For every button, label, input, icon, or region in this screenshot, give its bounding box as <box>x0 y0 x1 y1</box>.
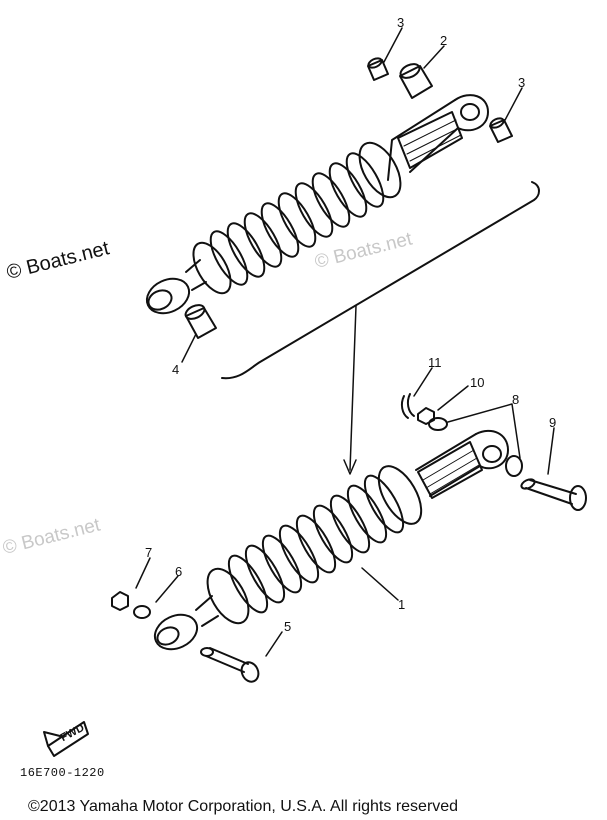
part-2-bushing <box>399 63 433 99</box>
part-8-washer-b <box>505 455 523 477</box>
part-3-collar-left <box>367 57 389 81</box>
copyright-notice: ©2013 Yamaha Motor Corporation, U.S.A. A… <box>28 798 459 815</box>
part-9-bolt <box>520 478 587 511</box>
part-3-collar-right <box>489 117 513 143</box>
part-4-bushing <box>184 304 217 339</box>
fwd-arrow-icon <box>43 721 89 757</box>
part-7-nut <box>111 591 129 611</box>
callout-7: 7 <box>145 545 153 560</box>
upper-spring <box>209 152 385 286</box>
lower-shock-assembly <box>153 429 509 651</box>
callout-5: 5 <box>284 619 292 634</box>
part-6-washer <box>133 605 151 619</box>
callout-11: 11 <box>428 355 442 370</box>
callout-3-right: 3 <box>518 75 526 90</box>
callout-10: 10 <box>470 375 485 390</box>
callout-3-top: 3 <box>397 15 405 30</box>
upper-shock-assembly <box>145 94 489 315</box>
part-8-washer-a <box>428 417 448 431</box>
callout-6: 6 <box>175 564 183 579</box>
callout-4: 4 <box>172 362 180 377</box>
callout-8: 8 <box>512 392 520 407</box>
part-11-cotter-pin <box>400 393 415 419</box>
lower-spring <box>227 474 405 614</box>
callout-1: 1 <box>398 597 406 612</box>
callout-2: 2 <box>440 33 448 48</box>
callout-9: 9 <box>549 415 557 430</box>
part-10-nut <box>417 407 435 425</box>
part-5-bolt <box>200 647 260 683</box>
part-code: 16E700-1220 <box>20 766 105 780</box>
